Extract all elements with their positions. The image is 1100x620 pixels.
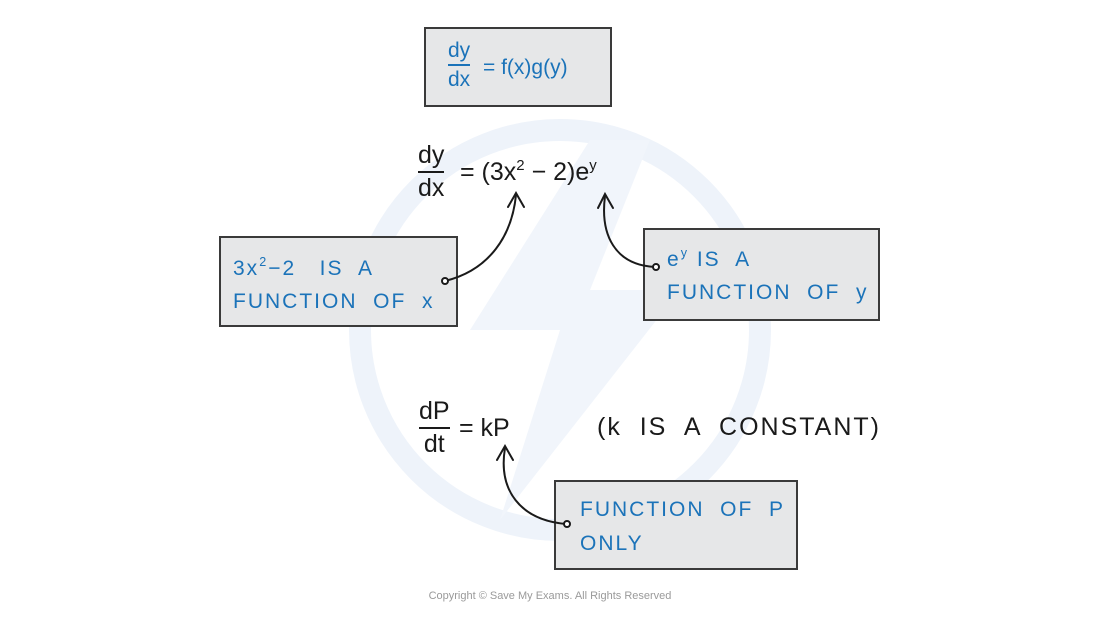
fraction-bar	[419, 427, 450, 429]
fraction-bar	[418, 171, 445, 173]
arrow-note-x-head	[507, 190, 525, 208]
arrow-note-x	[444, 194, 517, 282]
arrow-note-p-head	[496, 443, 514, 461]
example2-denominator: dt	[423, 430, 445, 458]
arrow-note-p	[502, 447, 567, 525]
copyright-footer: Copyright © Save My Exams. All Rights Re…	[428, 590, 672, 602]
example2-numerator: dP	[419, 397, 450, 425]
example2-fraction: dP dt	[419, 399, 450, 457]
arrow-note-y-head	[597, 191, 614, 209]
note-x-box	[219, 236, 458, 327]
example1-denominator: dx	[418, 174, 445, 202]
example1-numerator: dy	[418, 141, 445, 169]
general-form-denominator: dx	[448, 68, 471, 91]
note-x-rest: −2 IS A	[268, 257, 375, 280]
note-x-line2: FUNCTION OF x	[233, 290, 435, 313]
example2-rhs: = kP	[459, 414, 510, 442]
note-x-base: 3x	[233, 257, 260, 280]
general-form-fraction: dy dx	[448, 39, 471, 91]
general-form-rhs: = f(x)g(y)	[483, 56, 568, 79]
note-p-line2: ONLY	[580, 532, 644, 555]
note-y-box	[643, 228, 880, 321]
example1-rhs-prefix: = (3x	[460, 158, 517, 186]
note-p-line1: FUNCTION OF P	[580, 498, 785, 521]
general-form-box	[424, 27, 612, 107]
example1-rhs: = (3x2 − 2)ey	[460, 156, 597, 186]
arrow-note-p-dot	[563, 520, 571, 528]
example1-rhs-middle: − 2)e	[524, 158, 590, 186]
note-y-rest: IS A	[688, 248, 752, 271]
note-y-line1: ey IS A	[667, 246, 752, 271]
note-x-line1: 3x2−2 IS A	[233, 255, 375, 280]
note-y-line2: FUNCTION OF y	[667, 281, 869, 304]
arrow-note-x-dot	[441, 277, 449, 285]
example1-exponent: 2	[516, 156, 525, 174]
note-y-base: e	[667, 248, 681, 271]
example2-aside: (k IS A CONSTANT)	[597, 413, 882, 441]
note-p-box	[554, 480, 798, 570]
arrow-note-y-dot	[652, 263, 660, 271]
note-y-exponent: y	[680, 246, 689, 261]
fraction-bar	[448, 64, 471, 66]
general-form-numerator: dy	[448, 39, 471, 62]
note-x-exponent: 2	[259, 255, 269, 270]
arrow-note-y	[603, 195, 656, 268]
example1-exponent-y: y	[589, 156, 597, 174]
example1-fraction: dy dx	[418, 141, 445, 202]
